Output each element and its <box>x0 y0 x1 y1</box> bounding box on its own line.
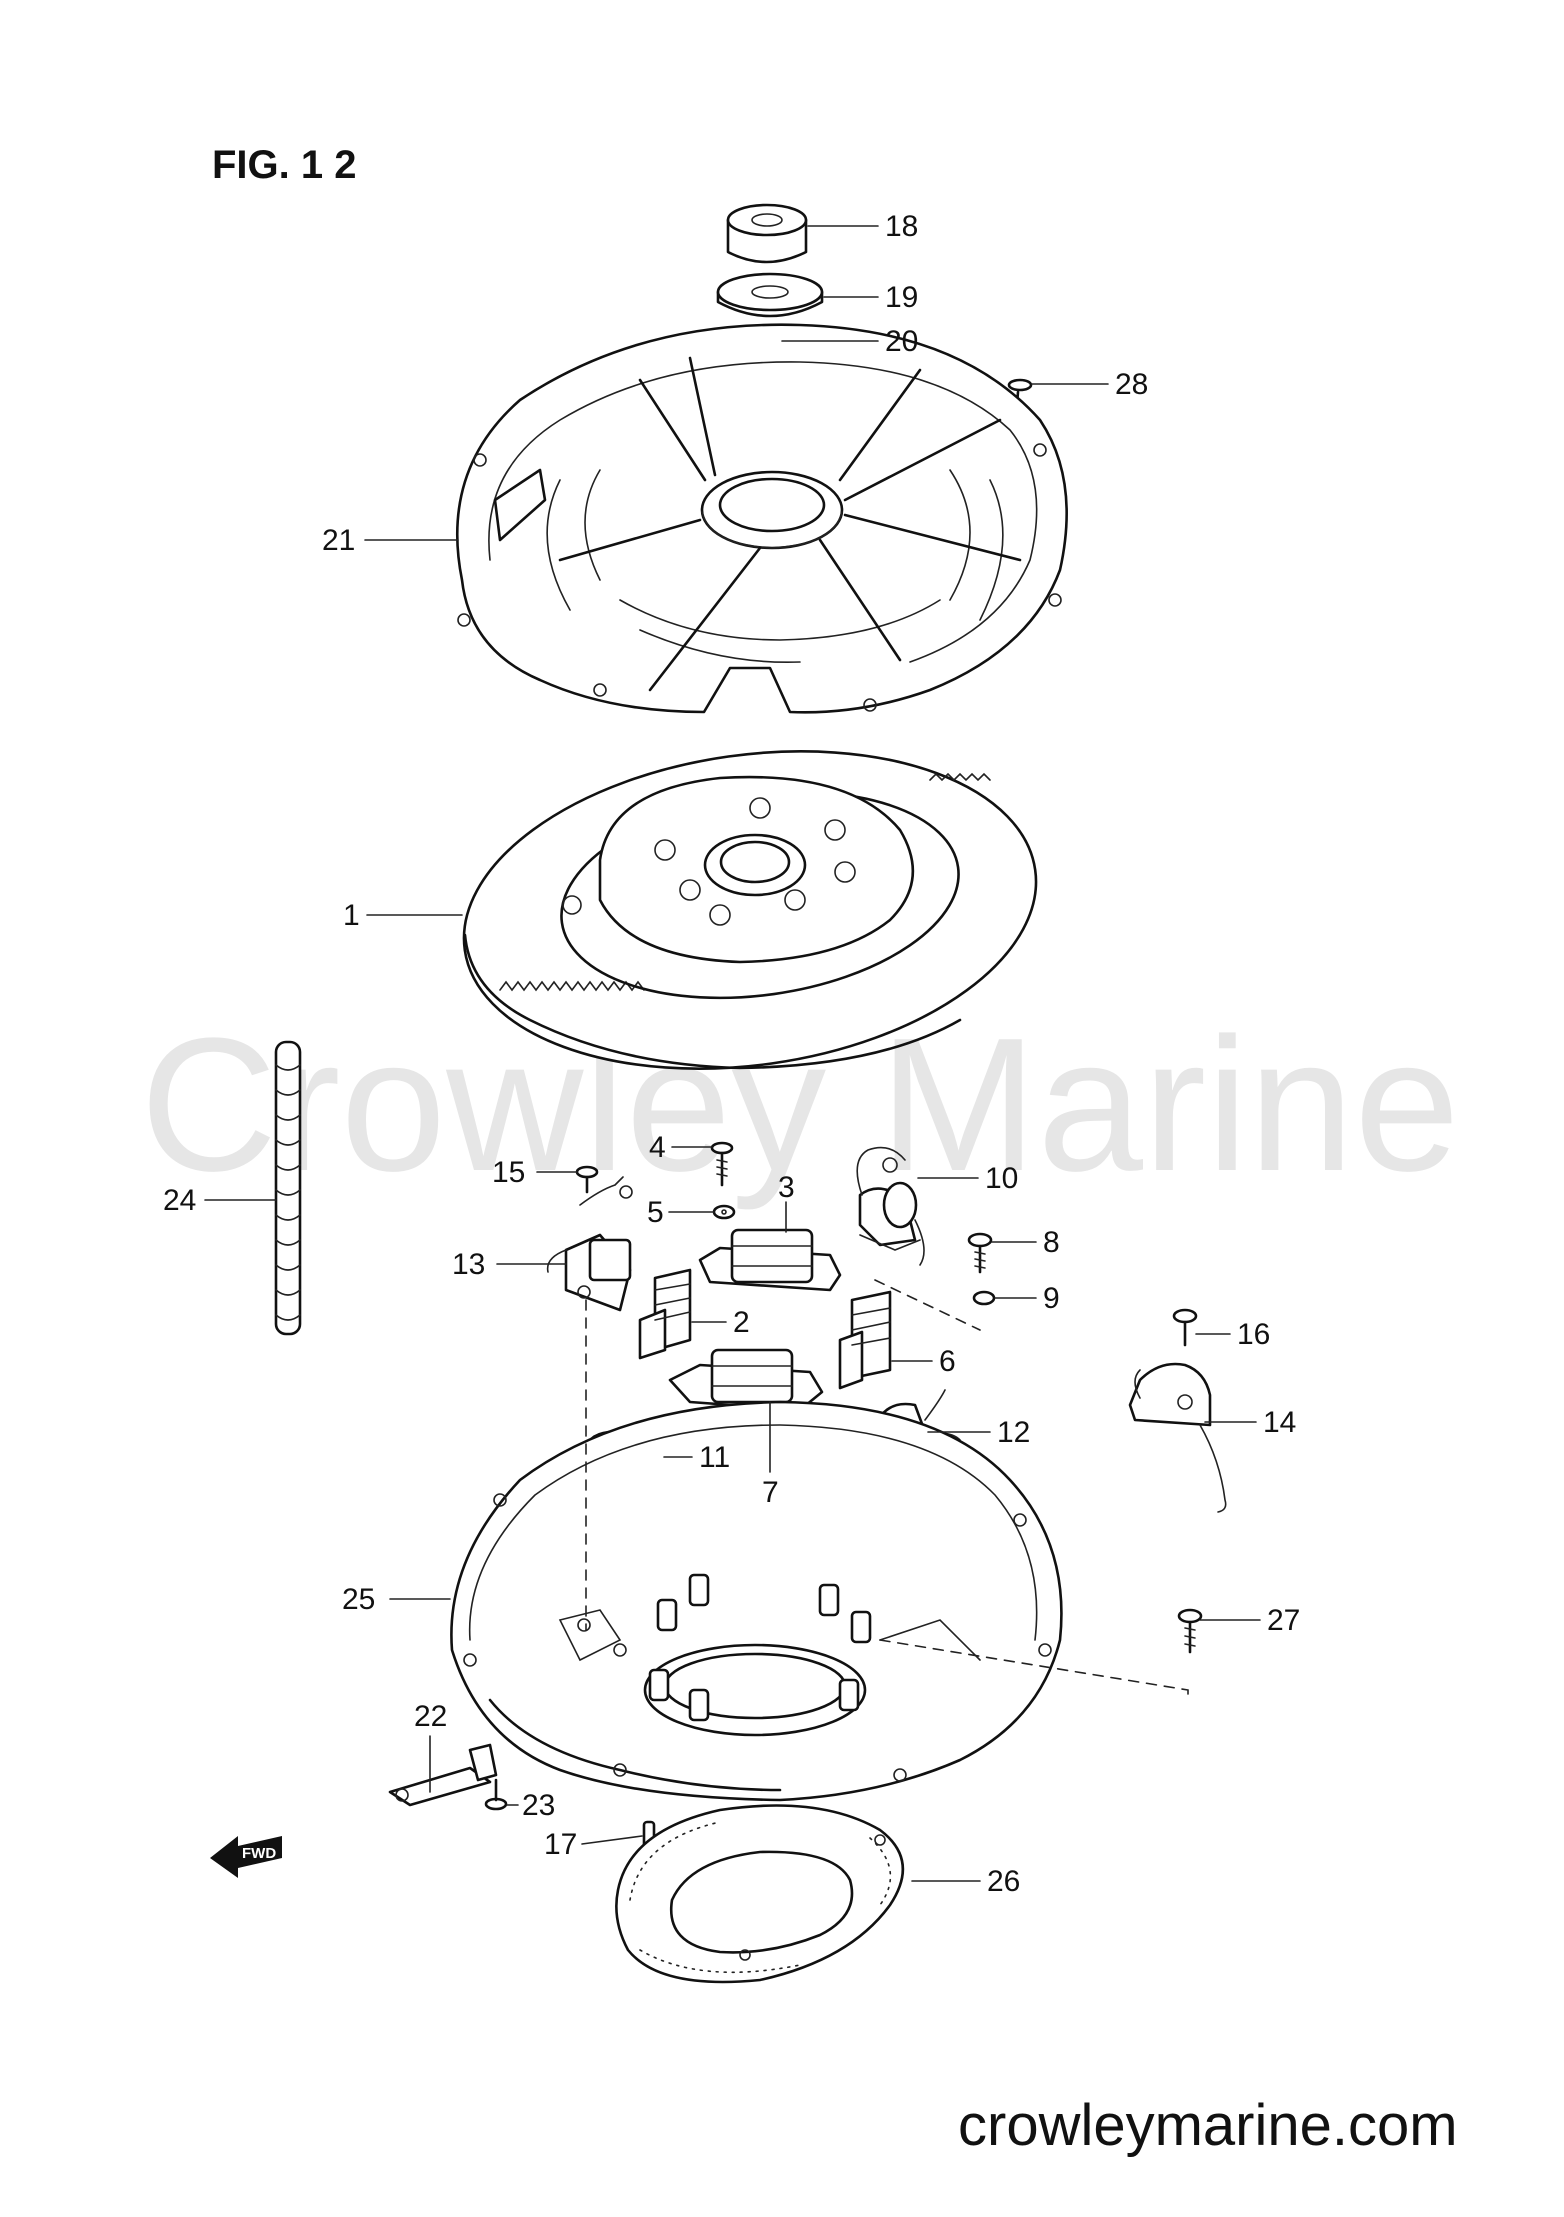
callout-15[interactable]: 15 <box>492 1156 525 1189</box>
callout-20[interactable]: 20 <box>885 325 918 358</box>
part-26-gasket[interactable] <box>615 1804 905 1984</box>
fwd-label: FWD <box>242 1845 276 1862</box>
callout-11[interactable]: 11 <box>699 1441 730 1474</box>
callout-7[interactable]: 7 <box>762 1476 779 1509</box>
figure-title: FIG. 1 2 <box>212 143 357 187</box>
callout-24[interactable]: 24 <box>163 1184 196 1217</box>
callout-25[interactable]: 25 <box>342 1583 375 1616</box>
callout-4[interactable]: 4 <box>649 1131 666 1164</box>
callout-17[interactable]: 17 <box>544 1828 577 1861</box>
callout-16[interactable]: 16 <box>1237 1318 1270 1351</box>
part-4-screw[interactable] <box>710 1141 734 1187</box>
part-24-tube[interactable] <box>274 1040 302 1336</box>
callout-18[interactable]: 18 <box>885 210 918 243</box>
callout-3[interactable]: 3 <box>778 1171 795 1204</box>
callout-27[interactable]: 27 <box>1267 1604 1300 1637</box>
part-8-screw[interactable] <box>967 1232 993 1274</box>
fwd-arrow-icon: FWD <box>210 1836 282 1878</box>
part-23-screw[interactable] <box>484 1778 508 1811</box>
callout-8[interactable]: 8 <box>1043 1226 1060 1259</box>
part-19-washer[interactable] <box>716 272 824 318</box>
part-27-screw[interactable] <box>1177 1608 1203 1654</box>
part-2-coil[interactable] <box>638 1268 692 1360</box>
callout-labels: 18 19 20 28 21 1 24 15 4 5 3 10 13 8 9 2… <box>163 210 1300 1898</box>
part-22-bracket[interactable] <box>388 1743 498 1807</box>
callout-13[interactable]: 13 <box>452 1248 485 1281</box>
part-3-coil[interactable] <box>698 1228 842 1292</box>
part-21-flywheel-cover[interactable] <box>455 323 1068 714</box>
part-5-washer[interactable] <box>712 1204 736 1220</box>
callout-9[interactable]: 9 <box>1043 1282 1060 1315</box>
part-18-nut[interactable] <box>726 203 808 264</box>
callout-23[interactable]: 23 <box>522 1789 555 1822</box>
website-footer: crowleymarine.com <box>958 2093 1458 2158</box>
callout-5[interactable]: 5 <box>647 1196 664 1229</box>
part-13-pulser-coil[interactable] <box>546 1176 633 1312</box>
part-10-coil[interactable] <box>856 1146 925 1266</box>
part-16-screw[interactable] <box>1172 1308 1198 1347</box>
part-1-flywheel[interactable] <box>443 716 1057 1103</box>
part-6-coil[interactable] <box>838 1290 892 1390</box>
leader-lines <box>204 225 1261 1882</box>
callout-19[interactable]: 19 <box>885 281 918 314</box>
callout-1[interactable]: 1 <box>343 899 360 932</box>
callout-12[interactable]: 12 <box>997 1416 1030 1449</box>
part-14-coil[interactable] <box>1128 1362 1227 1513</box>
callout-21[interactable]: 21 <box>322 524 355 557</box>
callout-22[interactable]: 22 <box>414 1700 447 1733</box>
callout-14[interactable]: 14 <box>1263 1406 1296 1439</box>
callout-10[interactable]: 10 <box>985 1162 1018 1195</box>
callout-6[interactable]: 6 <box>939 1345 956 1378</box>
part-7-coil[interactable] <box>668 1348 824 1412</box>
part-9-washer[interactable] <box>972 1290 996 1306</box>
callout-26[interactable]: 26 <box>987 1865 1020 1898</box>
part-25-stator-base[interactable] <box>450 1400 1063 1802</box>
callout-28[interactable]: 28 <box>1115 368 1148 401</box>
callout-2[interactable]: 2 <box>733 1306 750 1339</box>
